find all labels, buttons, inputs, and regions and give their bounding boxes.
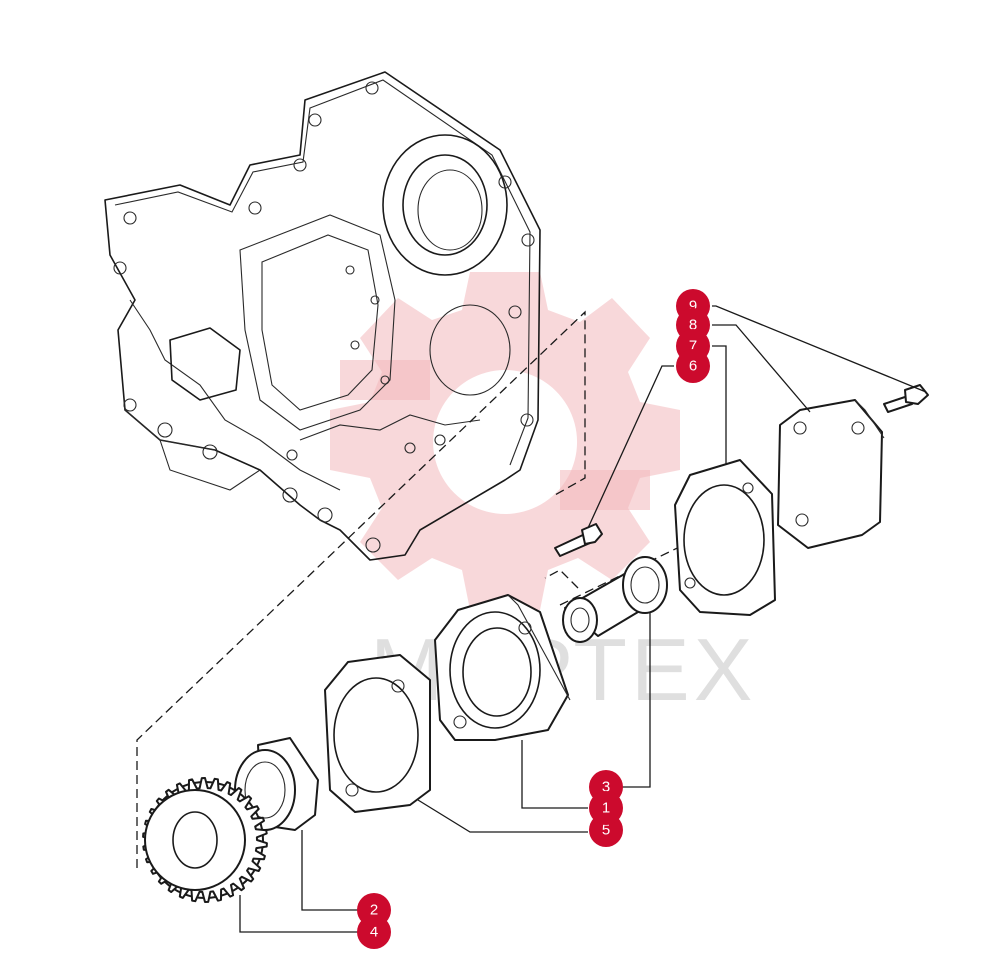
gasket-upper <box>674 459 776 616</box>
svg-text:4: 4 <box>370 924 378 941</box>
bolt-lower <box>554 523 603 557</box>
idler-gear <box>142 777 268 903</box>
gasket-lower <box>324 654 431 813</box>
idler-shaft <box>562 556 668 643</box>
bolt-upper <box>883 384 929 413</box>
callout-1: 1 <box>589 791 623 825</box>
leader-lines <box>239 305 927 933</box>
cover-plate <box>777 399 885 549</box>
svg-text:2: 2 <box>370 902 378 919</box>
svg-text:5: 5 <box>602 822 610 839</box>
svg-text:7: 7 <box>689 338 697 355</box>
timing-cover-housing <box>104 71 541 561</box>
callout-2: 2 <box>357 893 391 927</box>
svg-text:1: 1 <box>602 800 610 817</box>
svg-text:8: 8 <box>689 317 697 334</box>
bearing-housing <box>434 594 571 741</box>
callout-6: 6 <box>676 349 710 383</box>
svg-text:6: 6 <box>689 358 697 375</box>
svg-text:3: 3 <box>602 779 610 796</box>
svg-text:9: 9 <box>689 298 697 315</box>
